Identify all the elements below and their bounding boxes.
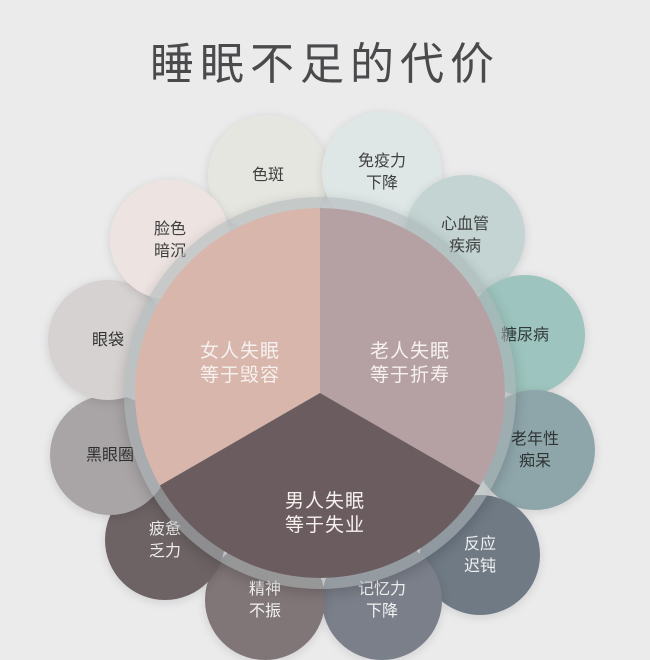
- petal-label: 疾病: [448, 236, 481, 255]
- petal-label: 老年性: [510, 429, 559, 448]
- petal-label: 脸色: [153, 219, 186, 238]
- center-pie: [135, 208, 505, 578]
- petal-label: 糖尿病: [500, 325, 549, 344]
- petal-label: 反应: [463, 534, 496, 553]
- segment-line: 女人失眠: [199, 340, 280, 362]
- segment-line: 等于折寿: [369, 364, 450, 386]
- petal-label: 精神: [248, 579, 281, 598]
- segment-line: 男人失眠: [284, 490, 365, 512]
- petal-label: 下降: [365, 173, 398, 192]
- petal-label: 不振: [248, 601, 281, 620]
- segment-label-men: 男人失眠等于失业: [265, 465, 385, 537]
- petal-label: 记忆力: [357, 579, 406, 598]
- segment-label-women: 女人失眠等于毁容: [180, 315, 300, 387]
- petal-label: 心血管: [440, 214, 489, 233]
- petal-label: 迟钝: [463, 556, 496, 575]
- segment-line: 等于毁容: [199, 364, 280, 386]
- petal-label: 痴呆: [518, 451, 551, 470]
- segment-line: 等于失业: [284, 514, 365, 536]
- segment-line: 老人失眠: [369, 340, 450, 362]
- petal-label: 色斑: [251, 165, 284, 184]
- petal-label: 疲惫: [148, 519, 181, 538]
- segment-elderly: [320, 208, 505, 486]
- segment-women: [135, 208, 320, 486]
- pie-chart-graphic: [135, 208, 505, 578]
- petal-label: 免疫力: [357, 151, 406, 170]
- petal-label: 黑眼圈: [85, 445, 134, 464]
- page-title: 睡眠不足的代价: [150, 39, 500, 90]
- segment-label-elderly: 老人失眠等于折寿: [350, 315, 470, 387]
- petal-label: 暗沉: [153, 241, 186, 260]
- petal-label: 下降: [365, 601, 398, 620]
- petal-label: 乏力: [148, 541, 181, 560]
- segment-men: [159, 393, 481, 578]
- diagram: 色斑 免疫力下降 心血管疾病 糖尿病 老年性痴呆 反应迟钝 记忆力下降 精神不振…: [48, 112, 595, 660]
- petal-label: 眼袋: [91, 330, 124, 349]
